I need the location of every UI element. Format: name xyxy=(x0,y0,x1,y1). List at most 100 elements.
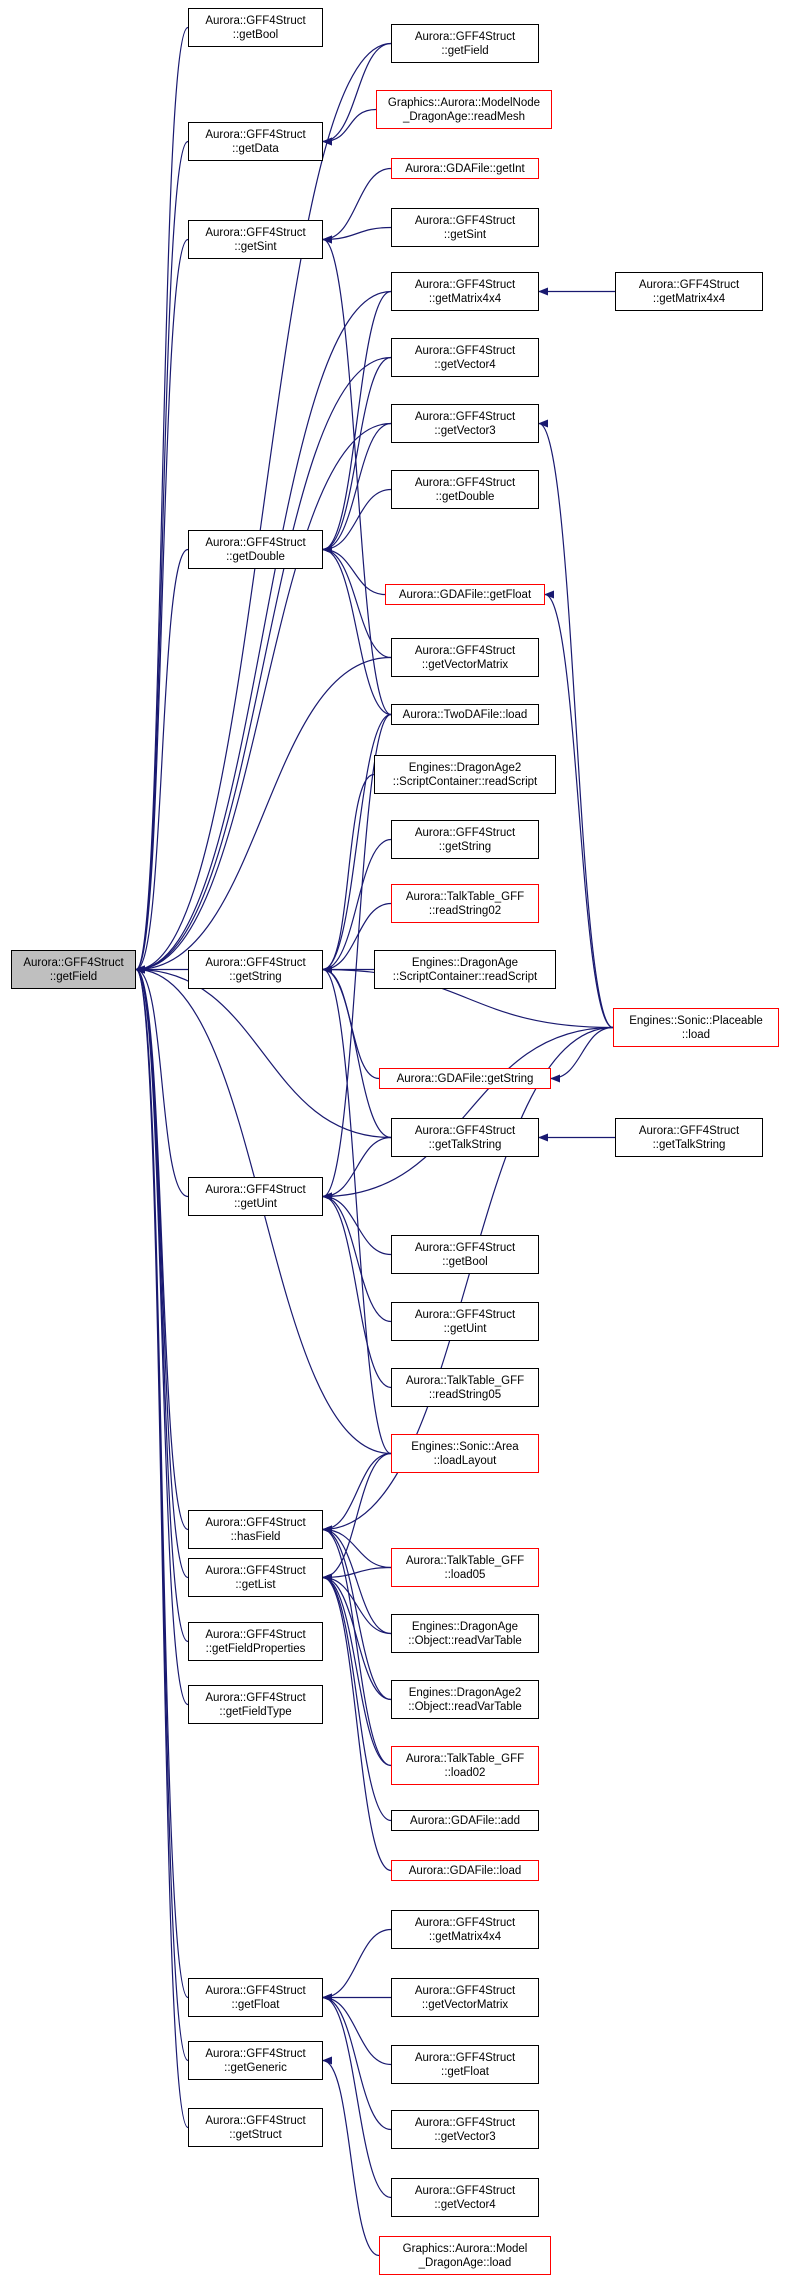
node-tt-load05[interactable]: Aurora::TalkTable_GFF ::load05 xyxy=(391,1548,539,1587)
node-getlist[interactable]: Aurora::GFF4Struct ::getList xyxy=(188,1558,323,1597)
node-d-getmatrix4x4[interactable]: Aurora::GFF4Struct ::getMatrix4x4 xyxy=(615,272,763,311)
edge-c-getmatrix4x4-to-root xyxy=(135,290,392,974)
node-label: Aurora::GDAFile::add xyxy=(410,1814,520,1827)
edge-da2-readscript-to-getstring xyxy=(322,773,375,974)
node-gda-add[interactable]: Aurora::GDAFile::add xyxy=(391,1810,539,1831)
node-c-getdouble[interactable]: Aurora::GFF4Struct ::getDouble xyxy=(391,470,539,509)
node-c-getstring[interactable]: Aurora::GFF4Struct ::getString xyxy=(391,820,539,859)
node-c-getvector4[interactable]: Aurora::GFF4Struct ::getVector4 xyxy=(391,338,539,377)
edge-da-readvartable-to-getlist xyxy=(322,1573,392,1635)
edge-twoda-load-to-getsint xyxy=(322,235,392,716)
edge-f-getvector4-to-getfloat xyxy=(322,1993,392,2199)
node-da2-readvartable[interactable]: Engines::DragonAge2 ::Object::readVarTab… xyxy=(391,1680,539,1719)
edge-getuint-to-root xyxy=(135,965,189,1198)
node-label: Aurora::GFF4Struct ::getData xyxy=(205,128,306,155)
node-getgeneric[interactable]: Aurora::GFF4Struct ::getGeneric xyxy=(188,2041,323,2080)
edge-twoda-load-to-getuint xyxy=(322,713,392,1201)
edge-c-gettalkstring-to-getuint xyxy=(322,1136,392,1201)
edge-tt-readstring05-to-getuint xyxy=(322,1192,392,1389)
edge-c-getvector4-to-root xyxy=(135,356,392,974)
node-c-getbool[interactable]: Aurora::GFF4Struct ::getBool xyxy=(391,1235,539,1274)
node-getdata[interactable]: Aurora::GFF4Struct ::getData xyxy=(188,122,323,161)
node-getstruct[interactable]: Aurora::GFF4Struct ::getStruct xyxy=(188,2108,323,2147)
edge-getdata-to-root xyxy=(135,140,189,974)
node-da-readvartable[interactable]: Engines::DragonAge ::Object::readVarTabl… xyxy=(391,1614,539,1653)
edge-c-getdouble-to-getdouble xyxy=(322,488,392,554)
node-label: Aurora::GFF4Struct ::getFloat xyxy=(205,1984,306,2011)
edge-readmesh-to-getdata xyxy=(322,108,377,146)
node-getdouble[interactable]: Aurora::GFF4Struct ::getDouble xyxy=(188,530,323,569)
node-label: Aurora::GFF4Struct ::getList xyxy=(205,1564,306,1591)
node-label: Aurora::TwoDAFile::load xyxy=(402,708,528,721)
node-label: Engines::DragonAge ::ScriptContainer::re… xyxy=(392,956,538,983)
node-label: Aurora::GDAFile::getFloat xyxy=(398,588,532,601)
edge-gda-getfloat-to-getdouble xyxy=(322,545,386,596)
node-gda-getfloat[interactable]: Aurora::GDAFile::getFloat xyxy=(385,584,545,605)
edge-area-loadlayout-to-getlist xyxy=(322,1452,392,1582)
node-label: Aurora::GFF4Struct ::getVector3 xyxy=(414,410,516,437)
edge-placeable-load-to-gda-getfloat xyxy=(544,590,614,1029)
node-d-gettalkstring[interactable]: Aurora::GFF4Struct ::getTalkString xyxy=(615,1118,763,1157)
node-label: Aurora::GFF4Struct ::getMatrix4x4 xyxy=(638,278,740,305)
edge-f-getmatrix4x4-to-getfloat xyxy=(322,1928,392,2002)
edge-c-gettalkstring-to-root xyxy=(135,965,392,1139)
edge-c-getfield-to-root xyxy=(135,42,392,974)
node-c-getuint[interactable]: Aurora::GFF4Struct ::getUint xyxy=(391,1302,539,1341)
node-getfieldproperties[interactable]: Aurora::GFF4Struct ::getFieldProperties xyxy=(188,1622,323,1661)
edge-tt-readstring02-to-getstring xyxy=(322,902,392,974)
edge-placeable-load-to-hasfield xyxy=(322,1026,614,1534)
node-label: Engines::Sonic::Area ::loadLayout xyxy=(411,1440,519,1467)
node-gda-getint[interactable]: Aurora::GDAFile::getInt xyxy=(391,158,539,179)
edge-c-getvectormatrix-to-getdouble xyxy=(322,545,392,659)
edge-tt-load02-to-getlist xyxy=(322,1573,392,1767)
node-f-getvector4[interactable]: Aurora::GFF4Struct ::getVector4 xyxy=(391,2178,539,2217)
node-label: Aurora::GFF4Struct ::hasField xyxy=(205,1516,306,1543)
edge-c-getsint-to-getsint xyxy=(322,226,392,244)
node-f-getvectormatrix[interactable]: Aurora::GFF4Struct ::getVectorMatrix xyxy=(391,1978,539,2017)
node-c-gettalkstring[interactable]: Aurora::GFF4Struct ::getTalkString xyxy=(391,1118,539,1157)
node-model-load[interactable]: Graphics::Aurora::Model _DragonAge::load xyxy=(379,2236,551,2275)
edge-c-gettalkstring-to-getstring xyxy=(322,965,392,1139)
edge-placeable-load-to-getuint xyxy=(322,1026,614,1201)
node-f-getfloat[interactable]: Aurora::GFF4Struct ::getFloat xyxy=(391,2045,539,2084)
node-label: Aurora::GFF4Struct ::getBool xyxy=(205,14,306,41)
node-tt-load02[interactable]: Aurora::TalkTable_GFF ::load02 xyxy=(391,1746,539,1785)
node-label: Aurora::GFF4Struct ::getField xyxy=(23,956,124,983)
node-tt-readstring05[interactable]: Aurora::TalkTable_GFF ::readString05 xyxy=(391,1368,539,1407)
node-label: Aurora::GFF4Struct ::getSint xyxy=(414,214,516,241)
node-getbool-a[interactable]: Aurora::GFF4Struct ::getBool xyxy=(188,8,323,47)
node-f-getmatrix4x4[interactable]: Aurora::GFF4Struct ::getMatrix4x4 xyxy=(391,1910,539,1949)
node-c-getvectormatrix[interactable]: Aurora::GFF4Struct ::getVectorMatrix xyxy=(391,638,539,677)
node-gda-load[interactable]: Aurora::GDAFile::load xyxy=(391,1860,539,1881)
node-c-getsint[interactable]: Aurora::GFF4Struct ::getSint xyxy=(391,208,539,247)
node-c-getmatrix4x4[interactable]: Aurora::GFF4Struct ::getMatrix4x4 xyxy=(391,272,539,311)
node-label: Aurora::GFF4Struct ::getDouble xyxy=(205,536,306,563)
node-c-getfield[interactable]: Aurora::GFF4Struct ::getField xyxy=(391,24,539,63)
node-hasfield[interactable]: Aurora::GFF4Struct ::hasField xyxy=(188,1510,323,1549)
node-da-readscript[interactable]: Engines::DragonAge ::ScriptContainer::re… xyxy=(374,950,556,989)
edge-getsint-to-root xyxy=(135,238,189,974)
node-readmesh[interactable]: Graphics::Aurora::ModelNode _DragonAge::… xyxy=(376,90,552,129)
node-getsint[interactable]: Aurora::GFF4Struct ::getSint xyxy=(188,220,323,259)
node-f-getvector3[interactable]: Aurora::GFF4Struct ::getVector3 xyxy=(391,2110,539,2149)
node-tt-readstring02[interactable]: Aurora::TalkTable_GFF ::readString02 xyxy=(391,884,539,923)
node-getuint[interactable]: Aurora::GFF4Struct ::getUint xyxy=(188,1177,323,1216)
node-gda-getstring[interactable]: Aurora::GDAFile::getString xyxy=(379,1068,551,1089)
edge-getbool-a-to-root xyxy=(135,26,189,974)
node-area-loadlayout[interactable]: Engines::Sonic::Area ::loadLayout xyxy=(391,1434,539,1473)
edge-c-getvector3-to-root xyxy=(135,422,392,974)
edge-gda-getint-to-getsint xyxy=(322,167,392,244)
node-getfloat[interactable]: Aurora::GFF4Struct ::getFloat xyxy=(188,1978,323,2017)
node-placeable-load[interactable]: Engines::Sonic::Placeable ::load xyxy=(613,1008,779,1047)
edge-c-getfield-to-getdata xyxy=(322,42,392,146)
node-label: Aurora::GDAFile::getInt xyxy=(405,162,525,175)
node-da2-readscript[interactable]: Engines::DragonAge2 ::ScriptContainer::r… xyxy=(374,755,556,794)
edge-tt-load02-to-hasfield xyxy=(322,1525,392,1767)
node-getfieldtype[interactable]: Aurora::GFF4Struct ::getFieldType xyxy=(188,1685,323,1724)
edge-c-getmatrix4x4-to-getdouble xyxy=(322,290,392,554)
node-twoda-load[interactable]: Aurora::TwoDAFile::load xyxy=(391,704,539,725)
node-getstring[interactable]: Aurora::GFF4Struct ::getString xyxy=(188,950,323,989)
node-label: Aurora::GFF4Struct ::getTalkString xyxy=(414,1124,516,1151)
edge-c-getuint-to-getuint xyxy=(322,1192,392,1323)
node-c-getvector3[interactable]: Aurora::GFF4Struct ::getVector3 xyxy=(391,404,539,443)
